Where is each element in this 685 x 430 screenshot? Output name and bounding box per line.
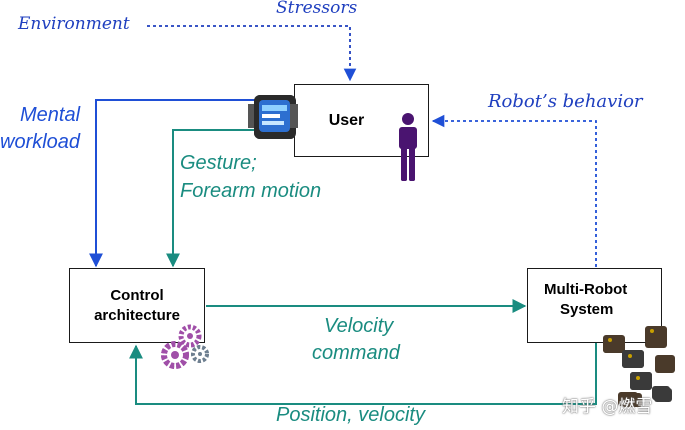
user-label: User [328,111,365,129]
watermark: 知乎 @燃雪 [562,397,653,417]
position-velocity-arrow [129,343,597,405]
mrs-label-line1: Multi-Robot [544,280,628,298]
control-label-line2: architecture [94,306,180,324]
workload-label: workload [0,131,81,153]
robots-behavior-label: Robot’s behavior [488,91,643,112]
mental-workload-arrow [89,99,255,268]
stressors-label: Stressors [276,0,358,18]
environment-to-user-arrow [147,25,357,82]
control-label-line1: Control [110,286,164,304]
position-velocity-label: Position, velocity [276,404,425,426]
user-box: User [294,84,429,157]
mental-label: Mental [20,104,81,126]
mrs-label-line2: System [560,300,614,318]
velocity-label-line2: command [312,342,400,364]
environment-label: Environment [18,14,130,34]
gesture-label-line1: Gesture; [180,152,257,174]
gesture-label-line2: Forearm motion [180,180,322,202]
gesture-arrow [166,129,258,268]
velocity-label-line1: Velocity [324,315,394,337]
control-architecture-box: Control architecture [69,268,205,343]
smartwatch-icon [248,95,296,139]
robot-behavior-arrow [431,114,597,267]
multi-robot-system-box: Multi-Robot System [527,268,662,343]
